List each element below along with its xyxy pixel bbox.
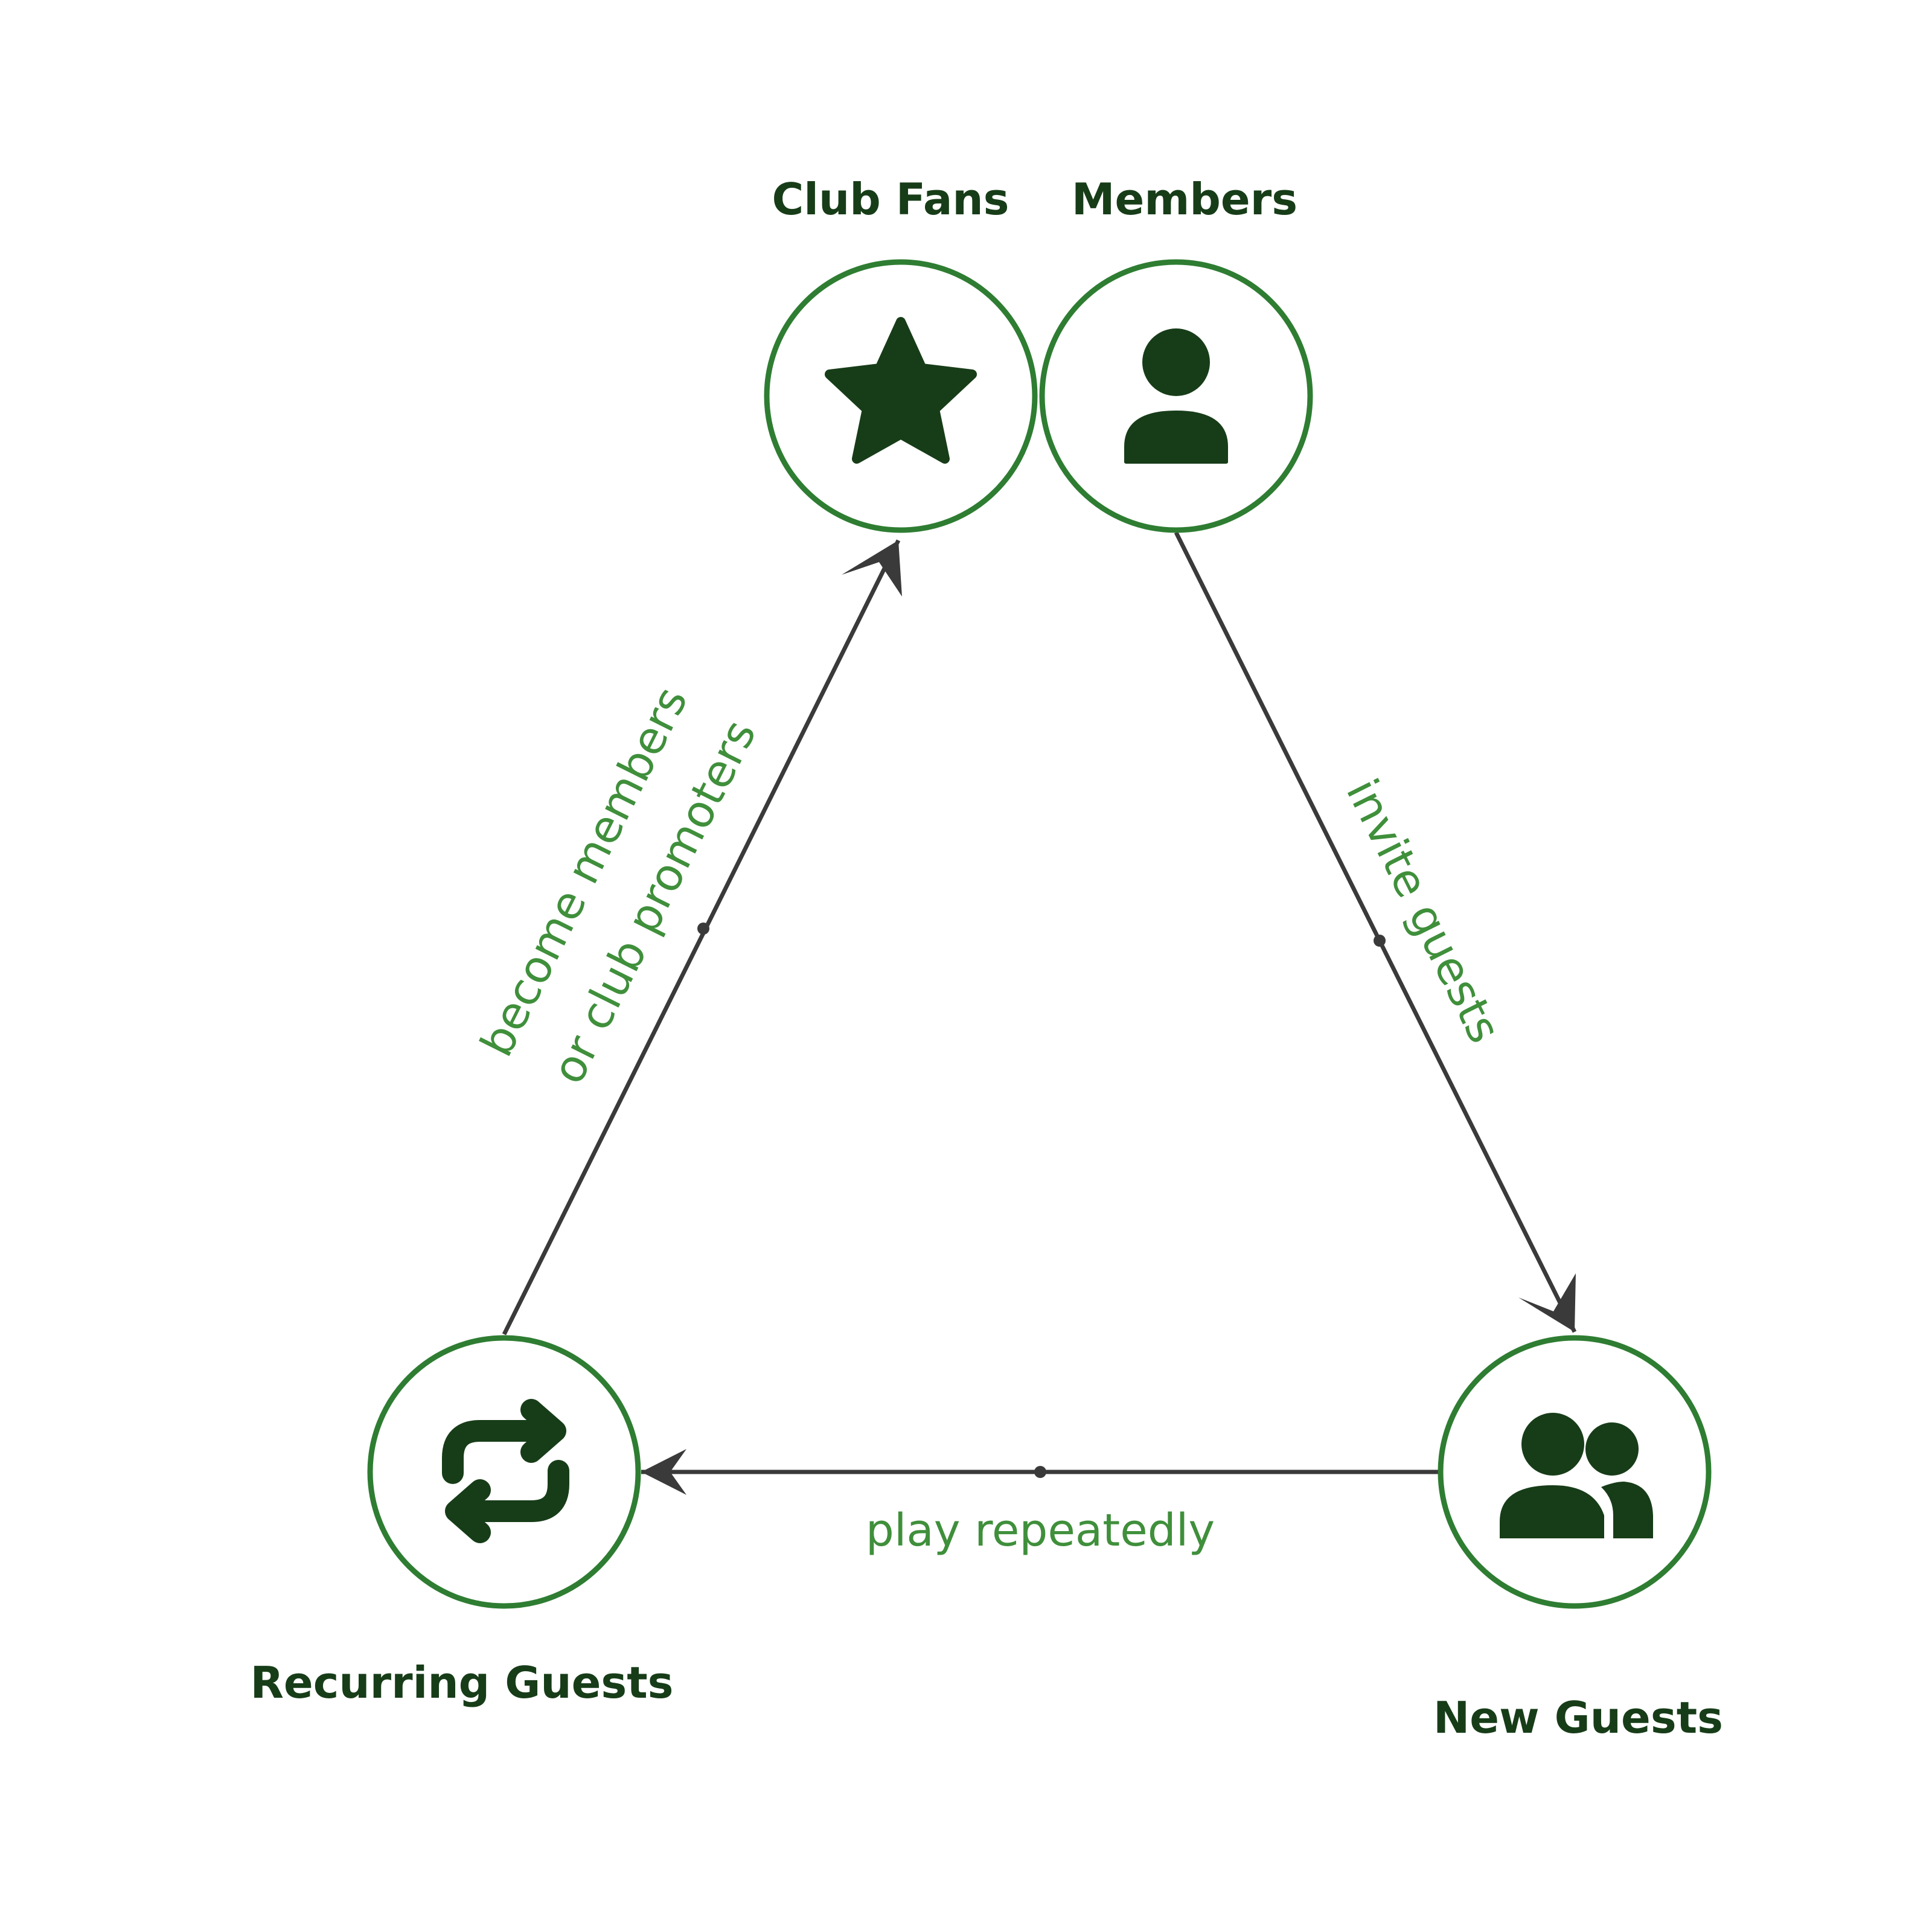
arrowhead xyxy=(842,540,902,597)
arrowhead xyxy=(1518,1273,1576,1332)
node-members xyxy=(1039,259,1313,533)
repeat-icon xyxy=(442,1399,569,1543)
users-icon xyxy=(1500,1413,1653,1538)
edge-new-guests-to-recurring xyxy=(641,1449,1440,1495)
edge-members-to-new-guests xyxy=(1174,531,1577,1333)
user-icon xyxy=(1124,328,1228,464)
edge-recurring-to-club-fans xyxy=(502,539,902,1335)
star-icon xyxy=(825,317,977,464)
label-members: Members xyxy=(1072,174,1297,225)
edge-label-play-repeatedly: play repeatedly xyxy=(866,1505,1215,1556)
edge-midpoint xyxy=(697,923,709,935)
node-circle xyxy=(367,1335,641,1609)
edge-label-invite-guests: invite guests xyxy=(1336,771,1511,1051)
label-club-fans: Club Fans xyxy=(772,174,1009,225)
edge-midpoint xyxy=(1374,935,1386,947)
edge-midpoint xyxy=(1034,1466,1046,1478)
label-recurring-guests: Recurring Guests xyxy=(250,1657,673,1708)
node-new-guests xyxy=(1438,1335,1712,1609)
label-new-guests: New Guests xyxy=(1433,1692,1723,1743)
node-club-fans xyxy=(764,259,1038,533)
node-circle xyxy=(1438,1335,1712,1609)
arrowhead xyxy=(641,1449,686,1495)
node-recurring-guests xyxy=(367,1335,641,1609)
